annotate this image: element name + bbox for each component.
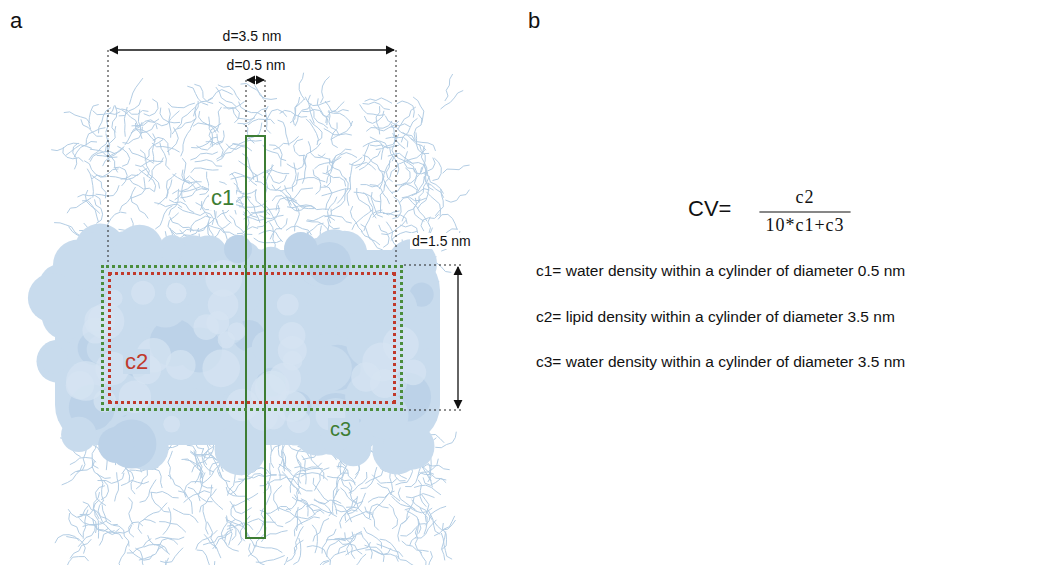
definition-text: c1= water density within a cylinder of d…	[536, 262, 905, 280]
definition-text: c3= water density within a cylinder of d…	[536, 353, 905, 371]
panel-letter: b	[528, 8, 540, 33]
cylinder-label: c1	[209, 185, 236, 210]
dimension-label: d=1.5 nm	[410, 233, 473, 249]
formula-numerator: c2	[796, 187, 815, 208]
definition-text: c2= lipid density within a cylinder of d…	[536, 308, 895, 326]
cylinder-c1: c1	[245, 135, 266, 539]
protein-surface	[28, 224, 440, 476]
cylinder-label: c2	[123, 349, 150, 374]
formula-lhs: CV=	[688, 196, 731, 221]
cylinder-c3: c3c2	[101, 265, 403, 411]
extension-lines	[108, 50, 462, 410]
cylinder-c2: c2	[108, 272, 396, 404]
lipid-texture	[51, 73, 469, 565]
dimension-arrows	[110, 50, 458, 408]
panel-letter: a	[10, 8, 22, 33]
dimension-label: d=0.5 nm	[225, 57, 288, 73]
dimension-label: d=3.5 nm	[221, 28, 284, 44]
fraction-bar	[759, 211, 850, 212]
formula-denominator: 10*c1+c3	[765, 215, 844, 236]
cylinder-label: c3	[328, 418, 353, 441]
